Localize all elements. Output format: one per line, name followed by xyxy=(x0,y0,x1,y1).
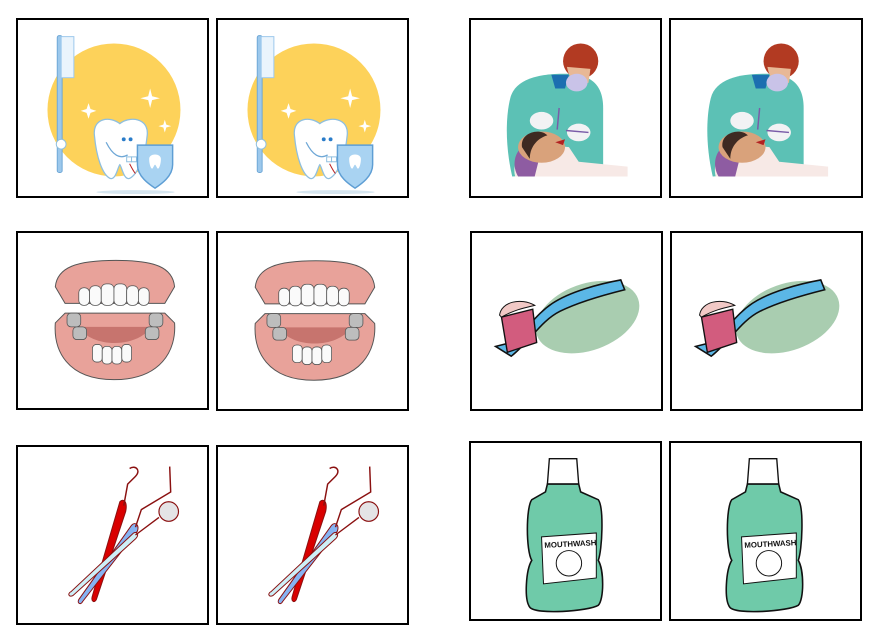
mouthwash-bottle-icon: MOUTHWASH xyxy=(525,457,604,613)
card-dentist-2[interactable] xyxy=(669,18,863,198)
mouthwash-label-text: MOUTHWASH xyxy=(744,538,797,550)
tooth-with-shield-and-toothbrush-icon xyxy=(47,35,181,195)
card-dentures-2[interactable] xyxy=(216,231,409,411)
card-happy-tooth-1[interactable] xyxy=(16,18,209,198)
card-dentist-1[interactable] xyxy=(469,18,662,198)
card-dental-tools-1[interactable] xyxy=(16,445,209,625)
card-toothbrush-1[interactable] xyxy=(470,231,663,411)
dentures-icon xyxy=(54,259,176,381)
toothbrush-with-toothpaste-icon xyxy=(693,279,840,358)
dental-tools-icon xyxy=(68,466,180,605)
card-dentures-1[interactable] xyxy=(16,231,209,410)
tooth-with-shield-and-toothbrush-icon xyxy=(247,35,381,195)
card-toothbrush-2[interactable] xyxy=(670,231,863,411)
mouthwash-bottle-icon: MOUTHWASH xyxy=(725,457,804,613)
dentures-icon xyxy=(254,260,376,381)
dentist-with-patient-icon xyxy=(506,43,628,177)
dental-tools-icon xyxy=(268,466,380,605)
card-mouthwash-2[interactable]: MOUTHWASH xyxy=(669,441,862,621)
card-mouthwash-1[interactable]: MOUTHWASH xyxy=(469,441,662,621)
card-dental-tools-2[interactable] xyxy=(216,445,409,625)
dentist-with-patient-icon xyxy=(707,43,829,177)
toothbrush-with-toothpaste-icon xyxy=(493,279,640,358)
mouthwash-label-text: MOUTHWASH xyxy=(544,538,597,550)
card-happy-tooth-2[interactable] xyxy=(216,18,409,198)
